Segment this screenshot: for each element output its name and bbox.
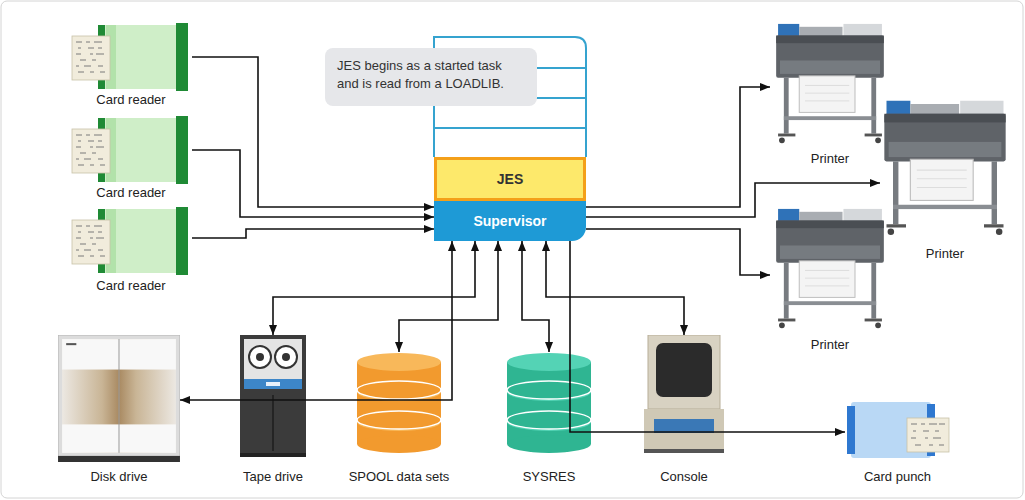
device-node: Printer — [770, 207, 890, 353]
device-node: Card reader — [70, 115, 192, 201]
printer-icon — [884, 101, 1005, 235]
device-node: SYSRES — [505, 352, 593, 485]
connector-arrow — [586, 229, 770, 275]
device-label: SPOOL data sets — [341, 469, 457, 485]
connector-arrow — [546, 241, 684, 335]
device-label: Console — [630, 469, 738, 485]
printer-icon — [776, 24, 884, 143]
callout-box: JES begins as a started task and is read… — [325, 48, 537, 106]
device-node: Card punch — [845, 400, 950, 485]
card-reader-icon — [72, 207, 188, 275]
device-label: Printer — [756, 337, 904, 353]
connector-arrow — [586, 183, 880, 217]
tape-drive-icon — [240, 335, 306, 457]
connector-arrow — [522, 241, 549, 352]
connector-arrow — [192, 229, 434, 238]
box-label: Supervisor — [473, 213, 546, 229]
device-node: Printer — [770, 22, 890, 167]
device-label: Disk drive — [44, 469, 194, 485]
connector-arrow — [273, 241, 475, 335]
device-label: SYSRES — [491, 469, 607, 485]
console-icon — [644, 335, 724, 453]
device-node: Printer — [880, 97, 1010, 262]
box-label: JES — [497, 171, 523, 187]
jes-box: JES — [434, 157, 586, 201]
callout-text: JES begins as a started task and is read… — [337, 57, 525, 93]
device-node: Console — [644, 335, 724, 485]
device-node: Disk drive — [58, 335, 180, 485]
device-label: Card reader — [56, 92, 206, 108]
device-label: Card punch — [831, 469, 964, 485]
card-reader-icon — [72, 116, 188, 184]
connector-arrow — [192, 57, 434, 207]
card-punch-icon — [847, 402, 949, 458]
printer-icon — [776, 209, 884, 328]
sysres-icon — [507, 353, 591, 453]
supervisor-box: Supervisor — [434, 201, 586, 241]
connector-arrow — [570, 241, 845, 432]
card-reader-icon — [72, 23, 188, 91]
device-node: SPOOL data sets — [355, 352, 443, 485]
connector-arrow — [399, 241, 498, 352]
connector-arrow — [586, 87, 770, 207]
device-node: Card reader — [70, 206, 192, 294]
spool-icon — [357, 353, 441, 453]
connector-arrow — [192, 150, 434, 217]
device-label: Printer — [866, 246, 1024, 262]
device-node: Card reader — [70, 22, 192, 108]
device-label: Card reader — [56, 185, 206, 201]
disk-drive-icon — [58, 335, 180, 462]
device-label: Card reader — [56, 278, 206, 294]
device-node: Tape drive — [240, 335, 306, 485]
device-label: Tape drive — [226, 469, 320, 485]
device-label: Printer — [756, 151, 904, 167]
